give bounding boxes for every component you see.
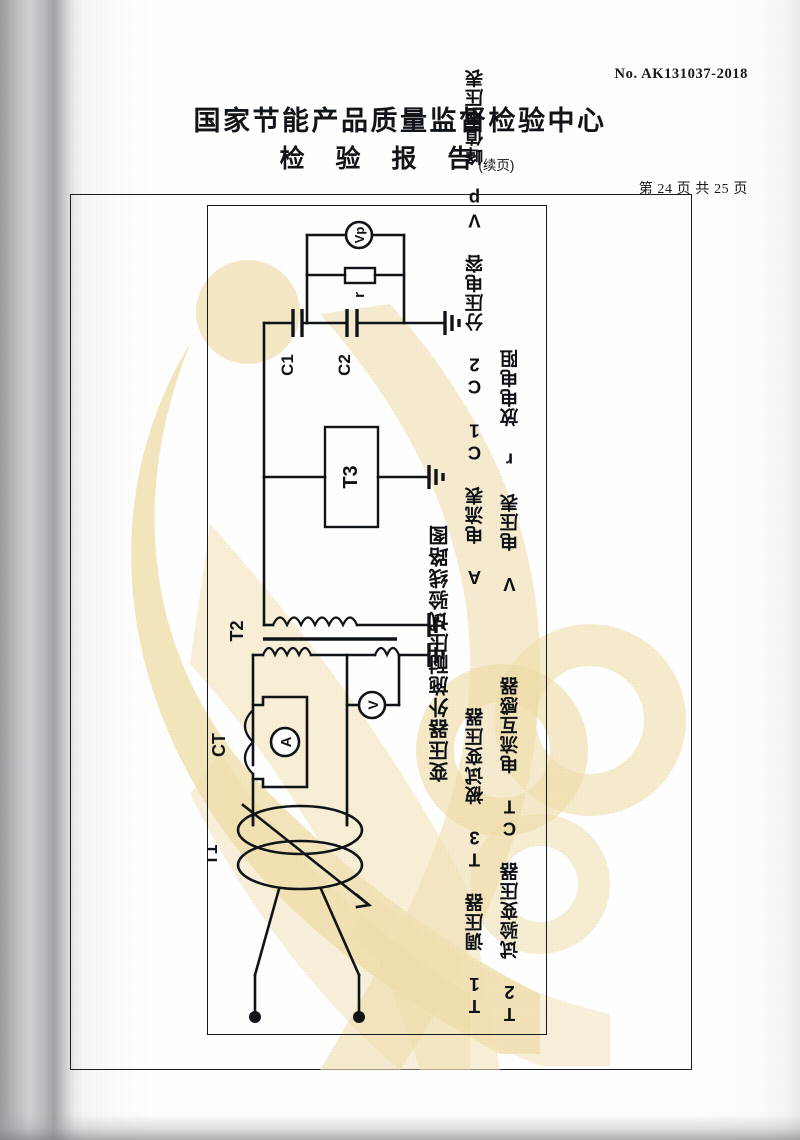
figure-frame-inner <box>207 205 547 1035</box>
page-bottom-shadow <box>0 1114 800 1140</box>
document-number: No. AK131037-2018 <box>614 66 748 82</box>
report-title: 检 验 报 告 <box>279 145 485 173</box>
report-title-row: 检 验 报 告(续页) <box>80 139 720 175</box>
page-indicator: 第 24 页 共 25 页 <box>638 182 748 197</box>
organization-title: 国家节能产品质量监督检验中心 <box>193 106 607 136</box>
report-title-suffix: (续页) <box>478 158 515 173</box>
